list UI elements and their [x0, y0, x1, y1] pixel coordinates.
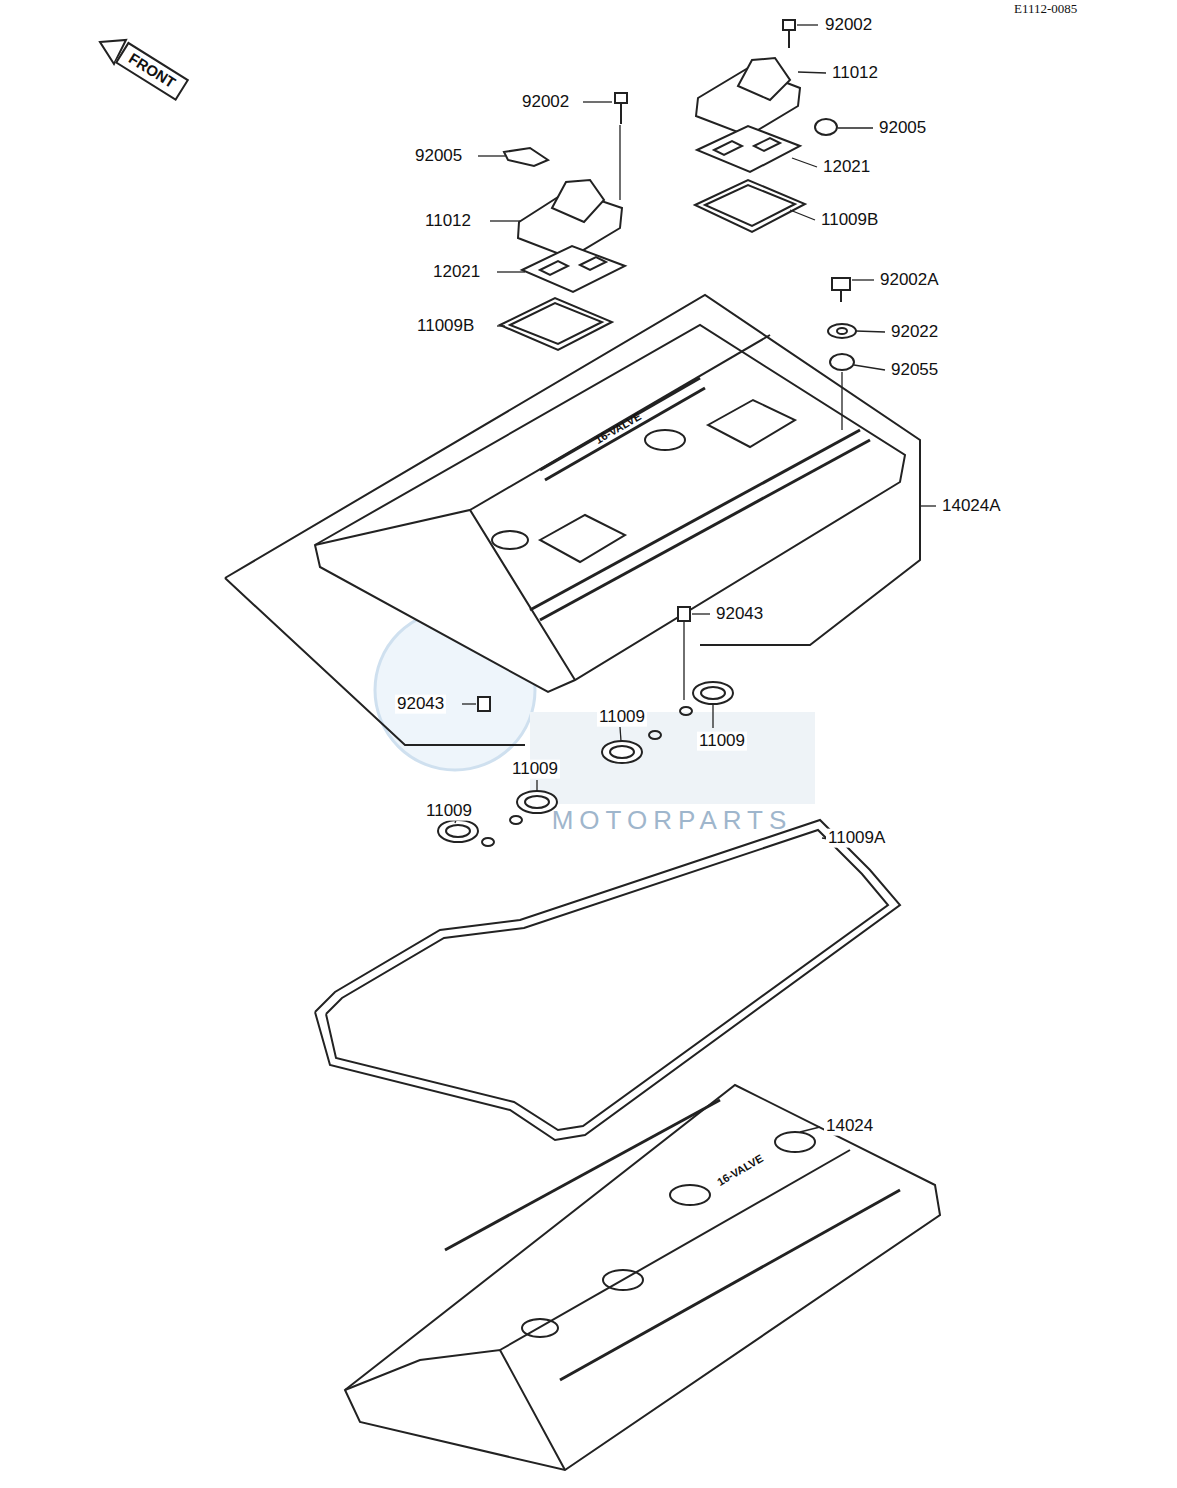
part-number: 11009B	[415, 317, 476, 336]
part-number: 92043	[714, 605, 765, 624]
printed-text: MOTORPARTS	[550, 806, 795, 835]
part-number: 11009	[697, 732, 747, 751]
part-number: 92002	[520, 93, 571, 112]
part-number: 14024A	[940, 497, 1003, 516]
part-number: 92002	[823, 16, 874, 35]
part-number: 11009	[510, 760, 560, 779]
part-number: 92005	[877, 119, 928, 138]
part-number: 92022	[889, 323, 940, 342]
part-number: 12021	[431, 263, 482, 282]
front-arrow-label: FRONT	[115, 42, 189, 101]
part-number: 11009	[597, 708, 647, 727]
part-number: E1112-0085	[1012, 2, 1079, 16]
part-number: 92055	[889, 361, 940, 380]
part-number: 12021	[821, 158, 872, 177]
part-number: 14024	[824, 1117, 875, 1136]
part-number: 92005	[413, 147, 464, 166]
part-number: 92002A	[878, 271, 941, 290]
part-number: 11009	[424, 802, 474, 821]
part-number: 11009B	[819, 211, 880, 230]
part-number: 92043	[395, 695, 446, 714]
part-number: 11012	[423, 212, 473, 231]
part-number: 11012	[830, 64, 880, 83]
part-number: 11009A	[826, 829, 887, 848]
